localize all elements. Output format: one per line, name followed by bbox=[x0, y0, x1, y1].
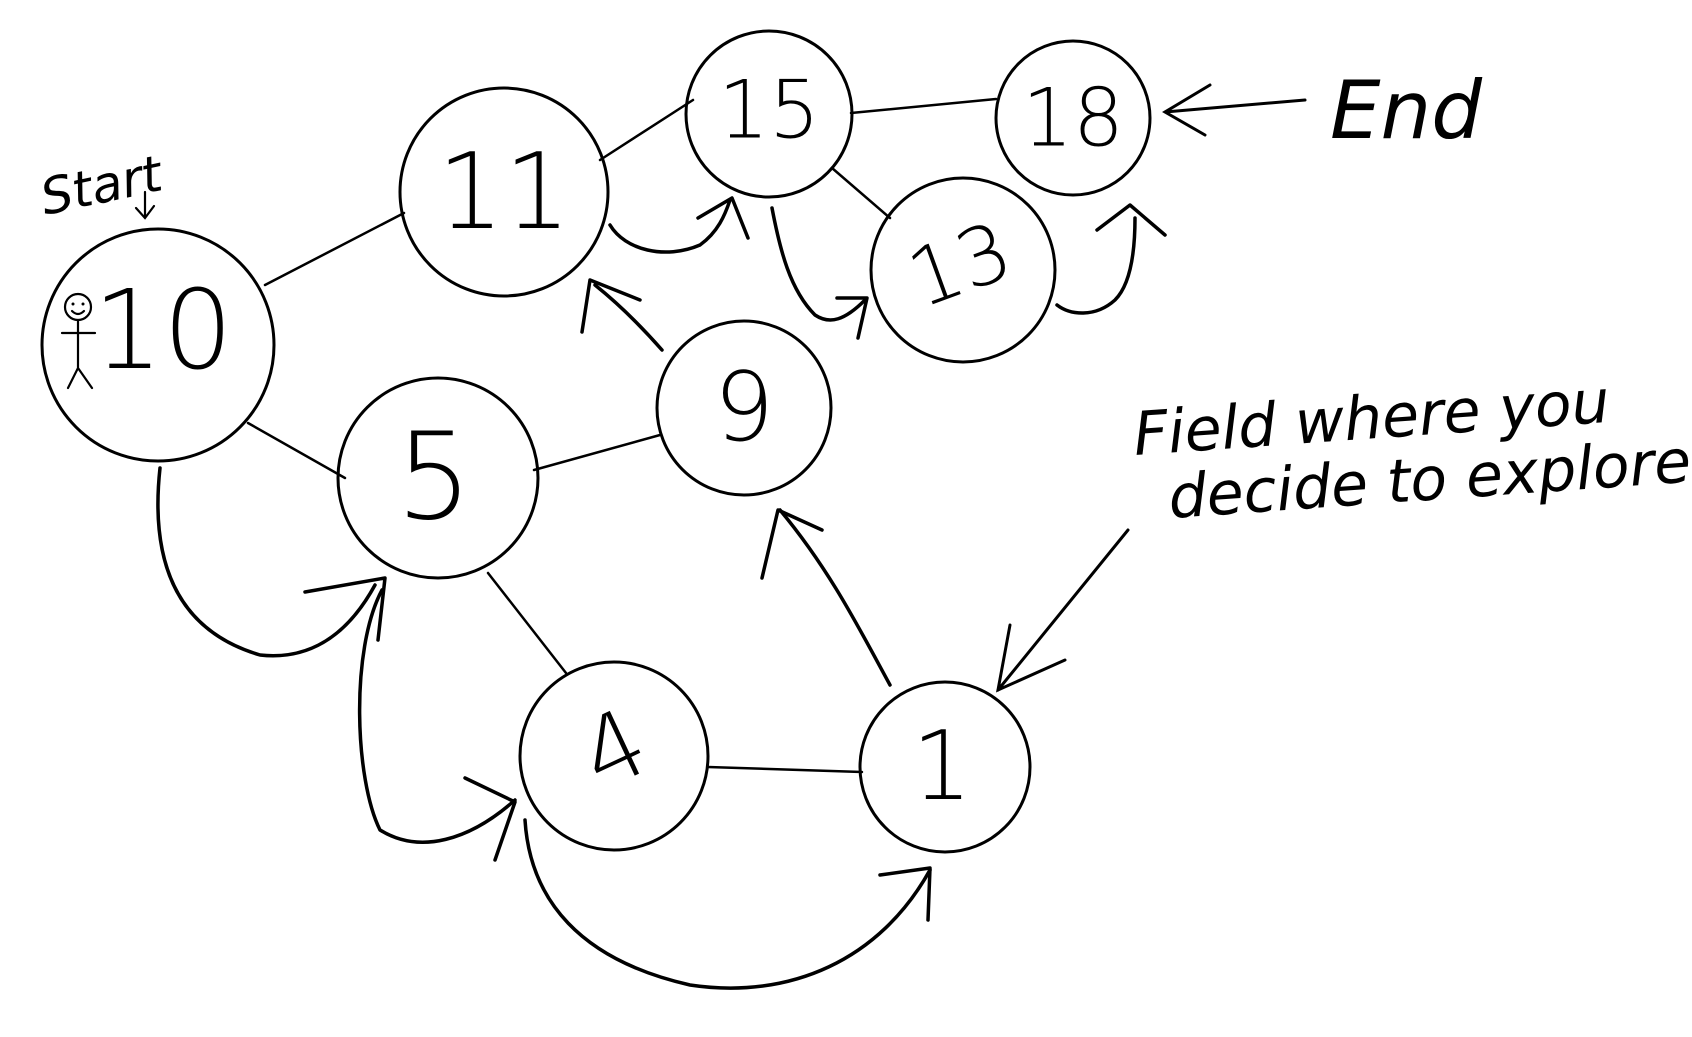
edge-5-4 bbox=[486, 571, 568, 675]
node-9-label: 9 bbox=[714, 353, 774, 463]
node-1-label: 1 bbox=[912, 712, 972, 822]
node-18: 18 bbox=[994, 39, 1152, 197]
node-11-label: 11 bbox=[437, 131, 571, 253]
arrow-9-to-11 bbox=[593, 283, 664, 352]
arrow-4-to-1 bbox=[523, 818, 932, 990]
end-annotation: End bbox=[1162, 64, 1483, 157]
node-10-label: 10 bbox=[93, 266, 233, 394]
edge-15-13 bbox=[830, 166, 892, 220]
node-10: 10 bbox=[40, 227, 276, 463]
arrow-5-to-4-head bbox=[463, 776, 517, 862]
field-annotation: Field where you decide to explore bbox=[996, 367, 1692, 693]
edge-15-18 bbox=[849, 97, 998, 115]
node-15: 15 bbox=[684, 29, 854, 199]
node-5: 5 bbox=[336, 376, 540, 580]
start-arrow bbox=[134, 190, 156, 220]
arrow-9-to-11-head bbox=[580, 278, 642, 334]
node-13: 13 bbox=[869, 176, 1057, 364]
node-4-label: 4 bbox=[563, 687, 664, 812]
node-15-label: 15 bbox=[718, 64, 820, 157]
edge-10-11 bbox=[263, 211, 406, 287]
start-annotation: Start bbox=[35, 144, 169, 227]
arrow-1-to-9-head bbox=[760, 508, 824, 580]
arrow-15-to-13 bbox=[770, 206, 867, 322]
field-arrow bbox=[996, 528, 1130, 693]
end-arrow bbox=[1162, 83, 1307, 137]
arrow-11-to-15 bbox=[608, 198, 732, 254]
node-5-label: 5 bbox=[396, 409, 472, 548]
arrow-1-to-9 bbox=[778, 508, 892, 687]
node-9: 9 bbox=[655, 319, 833, 497]
node-13-label: 13 bbox=[896, 204, 1023, 326]
end-label: End bbox=[1330, 64, 1483, 157]
edges bbox=[246, 97, 998, 774]
arrow-5-to-4 bbox=[357, 588, 517, 844]
edge-5-9 bbox=[532, 433, 662, 472]
arrow-13-to-18 bbox=[1055, 216, 1137, 315]
arrow-11-to-15-head bbox=[696, 196, 750, 240]
start-label: Start bbox=[35, 144, 169, 227]
edge-10-5 bbox=[246, 421, 347, 480]
edge-4-1 bbox=[706, 765, 864, 774]
arrow-13-to-18-head bbox=[1095, 203, 1167, 237]
node-11: 11 bbox=[398, 86, 610, 298]
edge-11-15 bbox=[598, 98, 695, 162]
exploration-arrows bbox=[156, 196, 1167, 990]
arrow-15-to-13-head bbox=[835, 296, 869, 340]
arrow-10-to-5-head bbox=[303, 576, 387, 642]
node-4: 4 bbox=[518, 660, 710, 852]
arrow-4-to-1-head bbox=[878, 866, 932, 922]
node-1: 1 bbox=[858, 680, 1032, 854]
arrow-10-to-5 bbox=[156, 466, 377, 658]
node-18-label: 18 bbox=[1022, 72, 1124, 165]
stick-figure-icon bbox=[60, 292, 97, 390]
